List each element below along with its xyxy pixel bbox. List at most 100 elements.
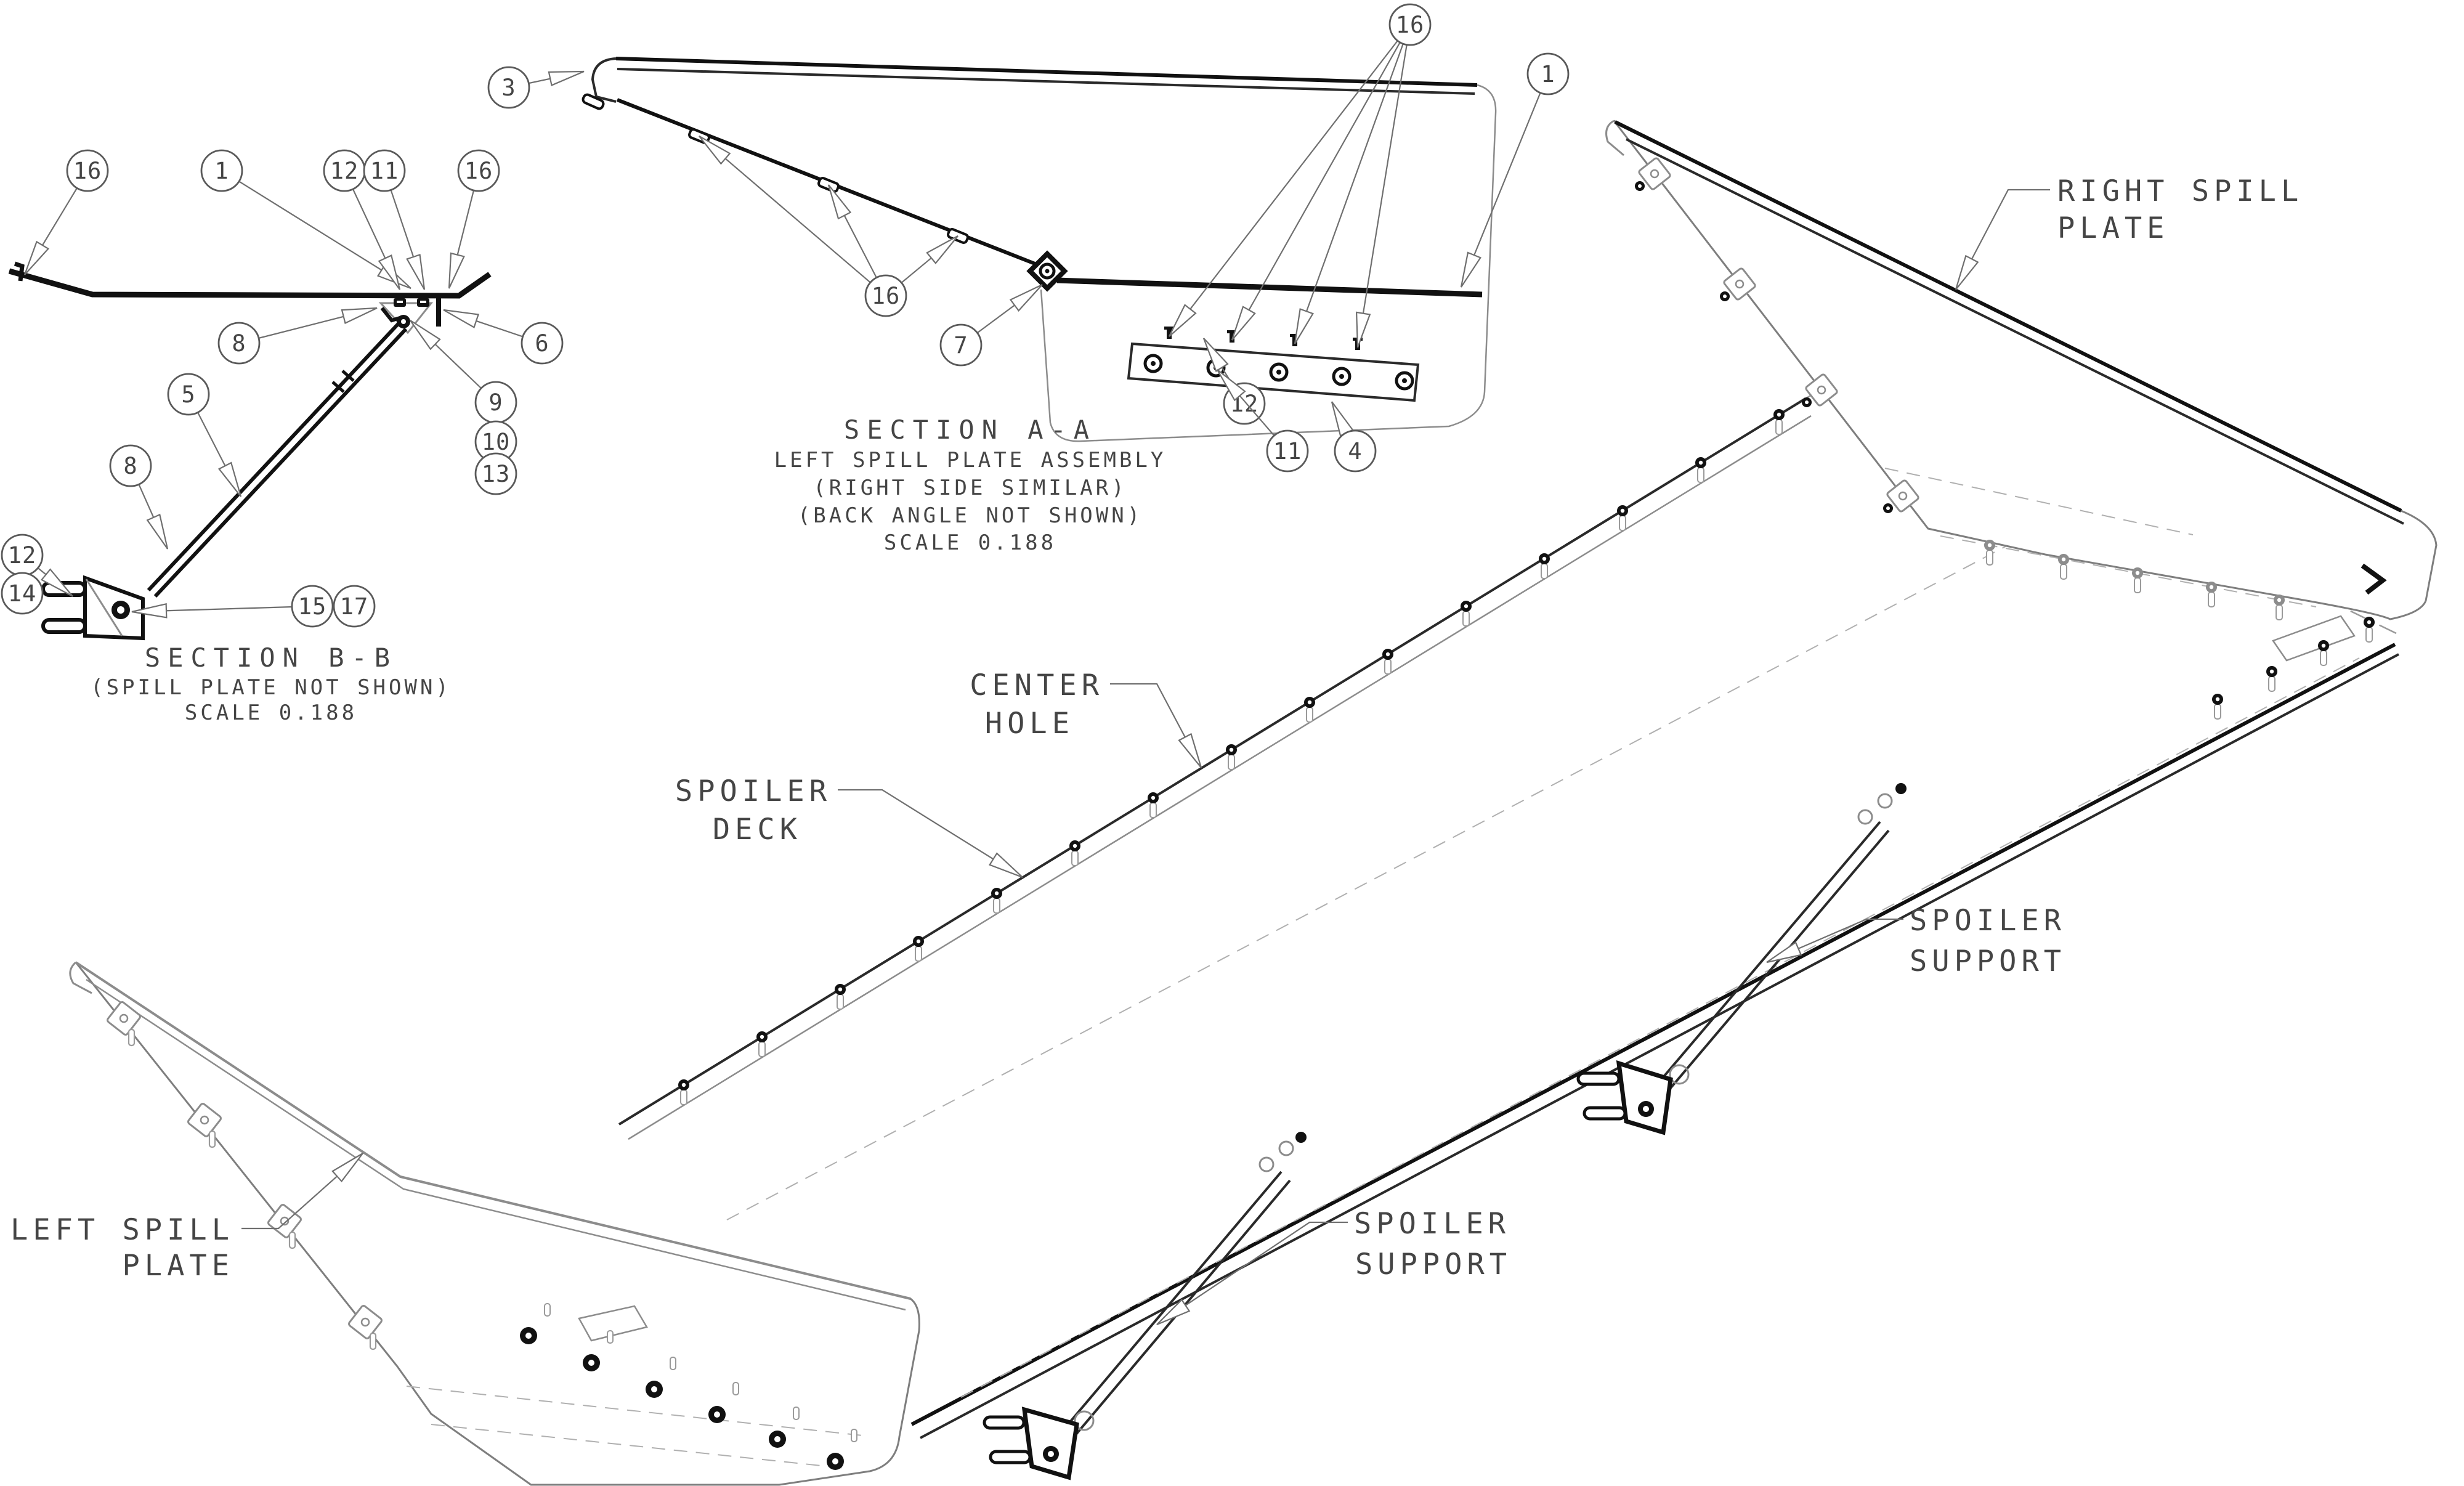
aa-rivet-4 [1395, 371, 1414, 391]
right-spill-plate-label-text-1: PLATE [2057, 211, 2169, 245]
rear-clevis-bolt-2 [1583, 1106, 1627, 1121]
corner-bolt-2-head-slot [2321, 643, 2326, 648]
corner-bolt-3-head-slot [2367, 620, 2372, 625]
callout-balloon [1266, 429, 1309, 473]
leader-arrowhead [1294, 308, 1314, 344]
callout-7-18: 7 [939, 284, 1043, 367]
bb-strut-edge-2 [153, 327, 408, 598]
callout-number: 10 [482, 429, 511, 455]
deck-bolt-9-shank [1384, 659, 1392, 675]
callout-balloon [1334, 429, 1377, 473]
bb-post [436, 297, 441, 327]
leader-arrowhead [406, 253, 426, 290]
callout-16-4: 16 [448, 149, 500, 289]
aa-rivet-2 [1269, 362, 1289, 382]
callout-number: 1 [1541, 61, 1555, 87]
left-plate-tab-hole-2 [280, 1216, 290, 1226]
leader-arrowhead [443, 309, 480, 328]
bb-bolt-slot-1 [420, 301, 426, 303]
left-plate-tab-hole-0 [119, 1013, 129, 1023]
aa-top-edge-inner [617, 68, 1475, 95]
leader-arrowhead [23, 240, 50, 275]
right-spill-plate-label-leader [1955, 189, 2050, 290]
left-plate-bracket [578, 1305, 648, 1342]
deck-bolt-14-shank [1775, 419, 1783, 435]
callout-number: 4 [1348, 438, 1362, 465]
deck-bolt-4-head-slot [994, 891, 999, 896]
callout-number: 16 [73, 158, 102, 184]
leader-arrowhead [378, 254, 401, 290]
spoiler-support-rear [1576, 783, 1907, 1135]
callout-5-10: 5 [167, 373, 242, 497]
left-plate-hidden-line-1 [406, 1386, 863, 1436]
callout-balloon [66, 149, 109, 192]
leader-arrowhead [341, 307, 378, 325]
bb-strut-edge-1 [147, 321, 401, 592]
callout-balloon [474, 452, 517, 495]
rear-strut-coupler [1669, 1064, 1690, 1085]
leader-arrowhead [699, 136, 731, 165]
left-plate-tab-0 [107, 1001, 141, 1036]
callout-4-21: 4 [1331, 401, 1377, 473]
left-plate-bolt-hole-2 [651, 1386, 657, 1392]
left-plate-pin-0 [544, 1303, 551, 1317]
front-mount-bolt [1295, 1132, 1307, 1143]
deck-bolt-12-head-slot [1620, 508, 1625, 513]
deck-bolt-5-head-slot [1072, 843, 1077, 848]
right-spill-plate-label-arrowhead [1955, 254, 1979, 290]
callout-8-11: 8 [109, 444, 169, 550]
right-plate-tab-bolt-slot-3 [1886, 506, 1890, 510]
leader-arrowhead [1169, 304, 1197, 337]
left-plate-tip-tab [69, 961, 92, 994]
callout-9-7: 9 [410, 320, 517, 424]
deck-bolt-12-shank [1619, 515, 1626, 531]
left-spill-plate [69, 961, 920, 1486]
hardware-layer [107, 128, 2375, 1470]
callout-number: 12 [8, 542, 37, 569]
left-plate-tab-hole-1 [200, 1115, 209, 1125]
aa-rivet-bar [1127, 342, 1420, 402]
callout-number: 12 [330, 158, 359, 184]
left-plate-upper-edge [75, 961, 911, 1300]
deck-center-dashed-line [726, 486, 2120, 1220]
callout-balloon [200, 149, 243, 192]
front-clevis-bolt-2 [989, 1450, 1032, 1464]
deck-bolt-11-shank [1541, 563, 1548, 579]
callout-12-12: 12 [1, 534, 73, 597]
callout-number: 9 [488, 389, 503, 416]
left-plate-bolt-hole-3 [714, 1411, 720, 1418]
right-plate-tab-hole-1 [1735, 279, 1745, 289]
right-plate-tip-tab [1605, 120, 1624, 156]
leader-arrowhead [40, 568, 73, 597]
hidden-bolt-1-shank [2060, 564, 2067, 580]
deck-bolt-9-head-slot [1385, 652, 1390, 657]
deck-bolt-13-head-slot [1698, 460, 1703, 465]
callout-number: 8 [123, 453, 137, 479]
right-plate-tab-hole-2 [1817, 385, 1826, 395]
leader-arrowhead [1009, 284, 1043, 312]
right-plate-tab-hole-0 [1650, 169, 1660, 179]
deck-bolt-3-head-slot [916, 939, 921, 944]
corner-bracket-plate [2272, 615, 2356, 662]
left-plate-pin-5 [851, 1429, 857, 1442]
aa-plate-right-outline [1040, 84, 1497, 442]
callout-number: 7 [954, 332, 968, 359]
bb-clevis-pivot-hole [117, 606, 124, 614]
aa-stud-0 [1167, 328, 1172, 339]
hidden-bolt-0-head-slot [1987, 543, 1992, 548]
leader-arrowhead [217, 461, 242, 497]
aa-diamond-nut [1039, 262, 1056, 280]
bb-strut-sleeve-1 [341, 370, 355, 382]
callout-17-15: 17 [333, 585, 376, 628]
deck-bolt-0-head-slot [681, 1082, 686, 1087]
corner-bolt-3-shank [2365, 627, 2373, 643]
section-bb-note: (SPILL PLATE NOT SHOWN) [91, 675, 452, 700]
bb-deck-edge [8, 268, 492, 299]
spoiler-support-front [983, 1132, 1307, 1480]
callout-balloon [167, 373, 210, 416]
